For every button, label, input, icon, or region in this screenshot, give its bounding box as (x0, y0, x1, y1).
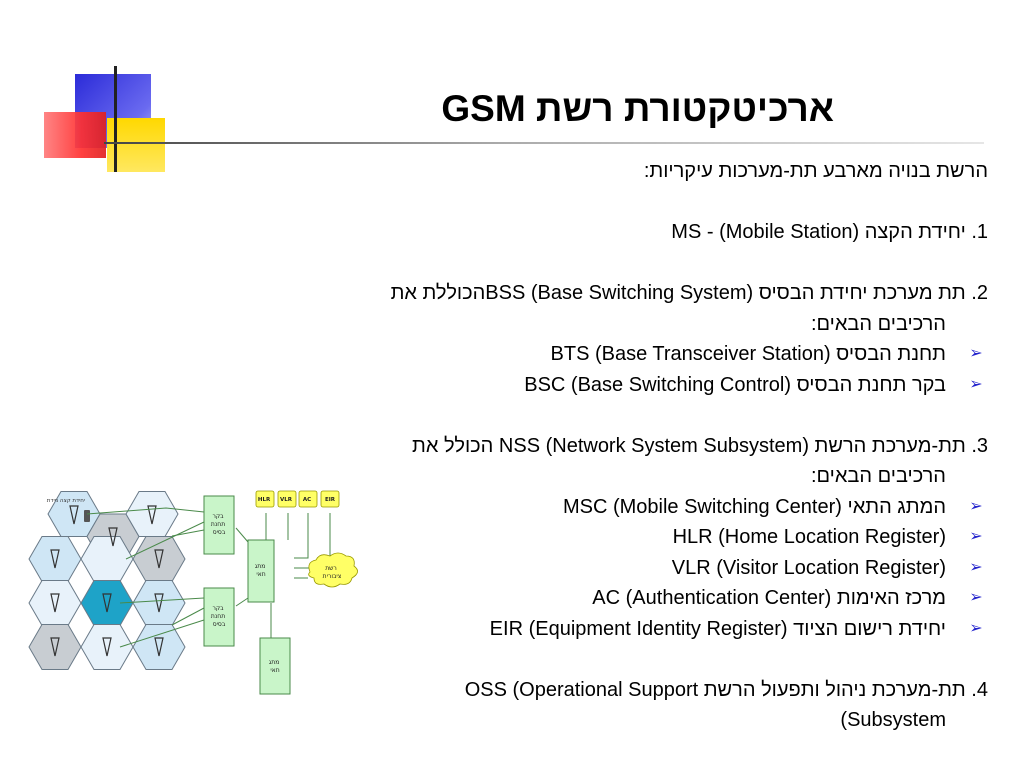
item-3-bullet-3: ➢מרכז האימות AC (Authentication Center) (168, 583, 988, 614)
svg-text:בקר תחנת בסיס: בקר תחנת בסיס (211, 605, 227, 628)
public-network-label: רשת (325, 565, 337, 572)
register-ac-label: AC (303, 497, 311, 503)
svg-text:מתג תאי: מתג תאי (269, 659, 281, 674)
item-3-bullet-2: ➢VLR (Visitor Location Register) (168, 553, 988, 584)
item-2-line1: 2. תת מערכת יחידת הבסיס BSS (Base Switch… (390, 282, 988, 304)
svg-text:רשת ציבורית: רשת ציבורית (323, 565, 342, 580)
bsc-box-bottom (203, 587, 235, 647)
item-1: 1. יחידת הקצה MS - (Mobile Station) (671, 221, 988, 243)
intro-line: הרשת בנויה מארבע תת-מערכות עיקריות: (643, 160, 988, 182)
slide-title: ארכיטקטורת רשת GSM (441, 88, 834, 129)
arrow-bullet-icon: ➢ (969, 619, 983, 637)
omc-box (259, 637, 291, 695)
item-3-bullet-0: ➢המתג התאי MSC (Mobile Switching Center) (168, 492, 988, 523)
register-ac (298, 490, 318, 508)
antenna-icon (69, 505, 79, 525)
title-underline (104, 142, 984, 144)
decor-vertical-line (114, 66, 117, 172)
antenna-icon (108, 527, 118, 547)
antenna-icon (154, 593, 164, 613)
svg-text:מתג תאי: מתג תאי (255, 563, 267, 578)
decor-red-square (44, 112, 106, 158)
bsc-box-top (203, 495, 235, 555)
antenna-icon (154, 637, 164, 657)
item-3-bullet-4: ➢יחידת רישום הציוד EIR (Equipment Identi… (168, 614, 988, 645)
antenna-icon (102, 593, 112, 613)
slide-body: הרשת בנויה מארבע תת-מערכות עיקריות: 1. י… (168, 156, 988, 736)
svg-text:בקר תחנת בסיס: בקר תחנת בסיס (211, 513, 227, 536)
antenna-icon (154, 549, 164, 569)
arrow-bullet-icon: ➢ (969, 345, 983, 362)
item-4-line1: 4. תת-מערכת ניהול ותפעול הרשת OSS (Opera… (464, 678, 988, 701)
arrow-bullet-icon: ➢ (969, 528, 983, 545)
register-vlr-label: VLR (280, 497, 293, 503)
register-eir-label: EIR (325, 497, 336, 503)
bsc-bottom-label: בקר (212, 605, 224, 612)
cell-hex (28, 536, 82, 582)
antenna-icon (50, 549, 60, 569)
item-4-line2: Subsystem) (840, 709, 946, 731)
bsc-top-label: בקר (212, 513, 224, 520)
cell-hex (132, 624, 186, 670)
item-2-bullet-1: ➢בקר תחנת הבסיס BSC (Base Switching Cont… (168, 370, 988, 401)
cell-hex (125, 491, 179, 537)
item-3-line1: 3. תת-מערכת הרשת NSS (Network System Sub… (412, 434, 988, 457)
arrow-bullet-icon: ➢ (969, 589, 983, 606)
antenna-icon (50, 637, 60, 657)
cell-hex (132, 580, 186, 626)
msc-box (247, 539, 275, 603)
omc-label: מתג (269, 659, 280, 666)
antenna-icon (147, 505, 157, 525)
arrow-bullet-icon: ➢ (969, 375, 983, 393)
antenna-icon (50, 593, 60, 613)
cell-hex (80, 624, 134, 670)
item-3-line2: הרכיבים הבאים: (810, 465, 946, 487)
register-eir (320, 490, 340, 508)
arrow-bullet-icon: ➢ (969, 497, 983, 515)
mobile-phone-icon (84, 510, 90, 522)
svg-text:HLR VLR AC EIR: HLR VLR AC EIR (258, 497, 336, 503)
msc-label: מתג (255, 563, 266, 570)
arrow-bullet-icon: ➢ (969, 558, 983, 576)
cell-hex (28, 580, 82, 626)
public-network-cloud-icon (308, 552, 358, 588)
register-hlr-label: HLR (258, 497, 271, 503)
cell-hex (28, 624, 82, 670)
mobile-unit-label: יחידת קצה ניידת (47, 498, 85, 504)
register-vlr (277, 490, 297, 508)
item-3-bullet-1: ➢HLR (Home Location Register) (168, 522, 988, 553)
register-hlr (255, 490, 275, 508)
gsm-network-diagram: יחידת קצה ניידת בקר תחנת בסיס בקר תחנת ב… (28, 490, 358, 695)
antenna-icon (102, 637, 112, 657)
item-2-bullet-0: ➢תחנת הבסיס BTS (Base Transceiver Statio… (168, 339, 988, 370)
item-2-line2: הרכיבים הבאים: (810, 312, 946, 335)
